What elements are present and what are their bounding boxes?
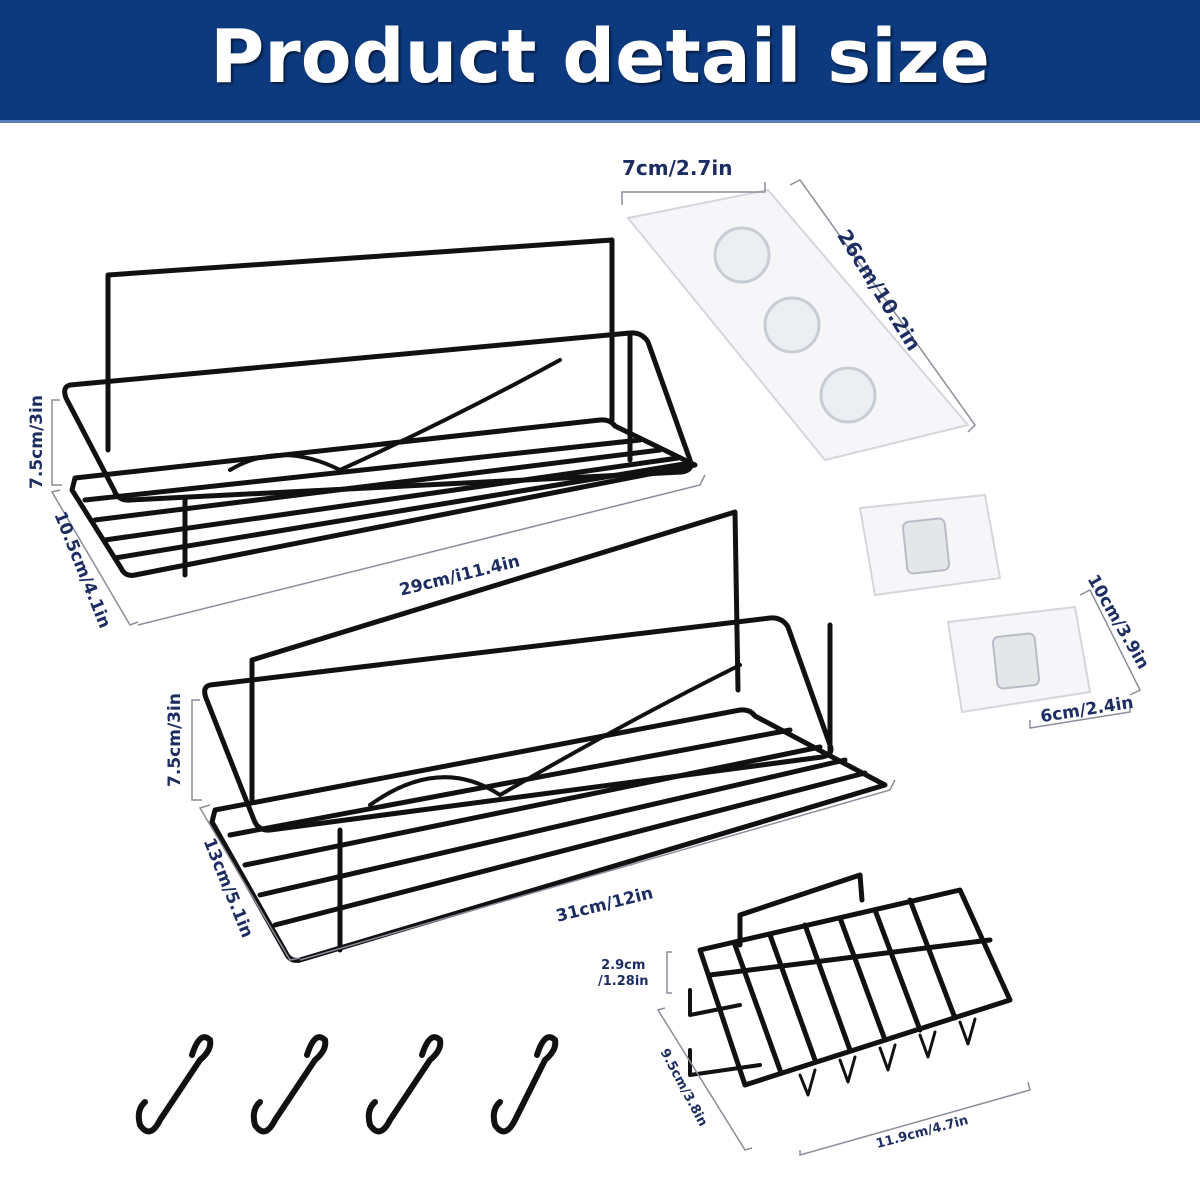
dimension-label-rack2-height: 7.5cm/3in (164, 693, 185, 787)
s-hook (490, 1034, 559, 1135)
adhesive-strip (626, 188, 970, 462)
s-hook (135, 1034, 214, 1135)
page-title: Product detail size (210, 14, 990, 100)
s-hook (365, 1034, 444, 1135)
dimension-label-rack1-height: 7.5cm/3in (26, 395, 47, 489)
dimension-label-strip-width: 7cm/2.7in (622, 156, 733, 180)
adhesive-pad (946, 605, 1092, 714)
soap-height-in: /1.28in (598, 974, 649, 989)
header-banner: Product detail size (0, 0, 1200, 123)
soap-height-cm: 2.9cm (601, 958, 646, 973)
soap-dish (688, 872, 1013, 1097)
shower-rack-small (62, 237, 698, 578)
adhesive-pad (858, 493, 1002, 597)
shower-rack-large (202, 509, 888, 963)
s-hook (250, 1034, 329, 1135)
dimension-lines (50, 179, 1142, 1156)
dimension-label-soap-height: 2.9cm /1.28in (598, 958, 649, 990)
